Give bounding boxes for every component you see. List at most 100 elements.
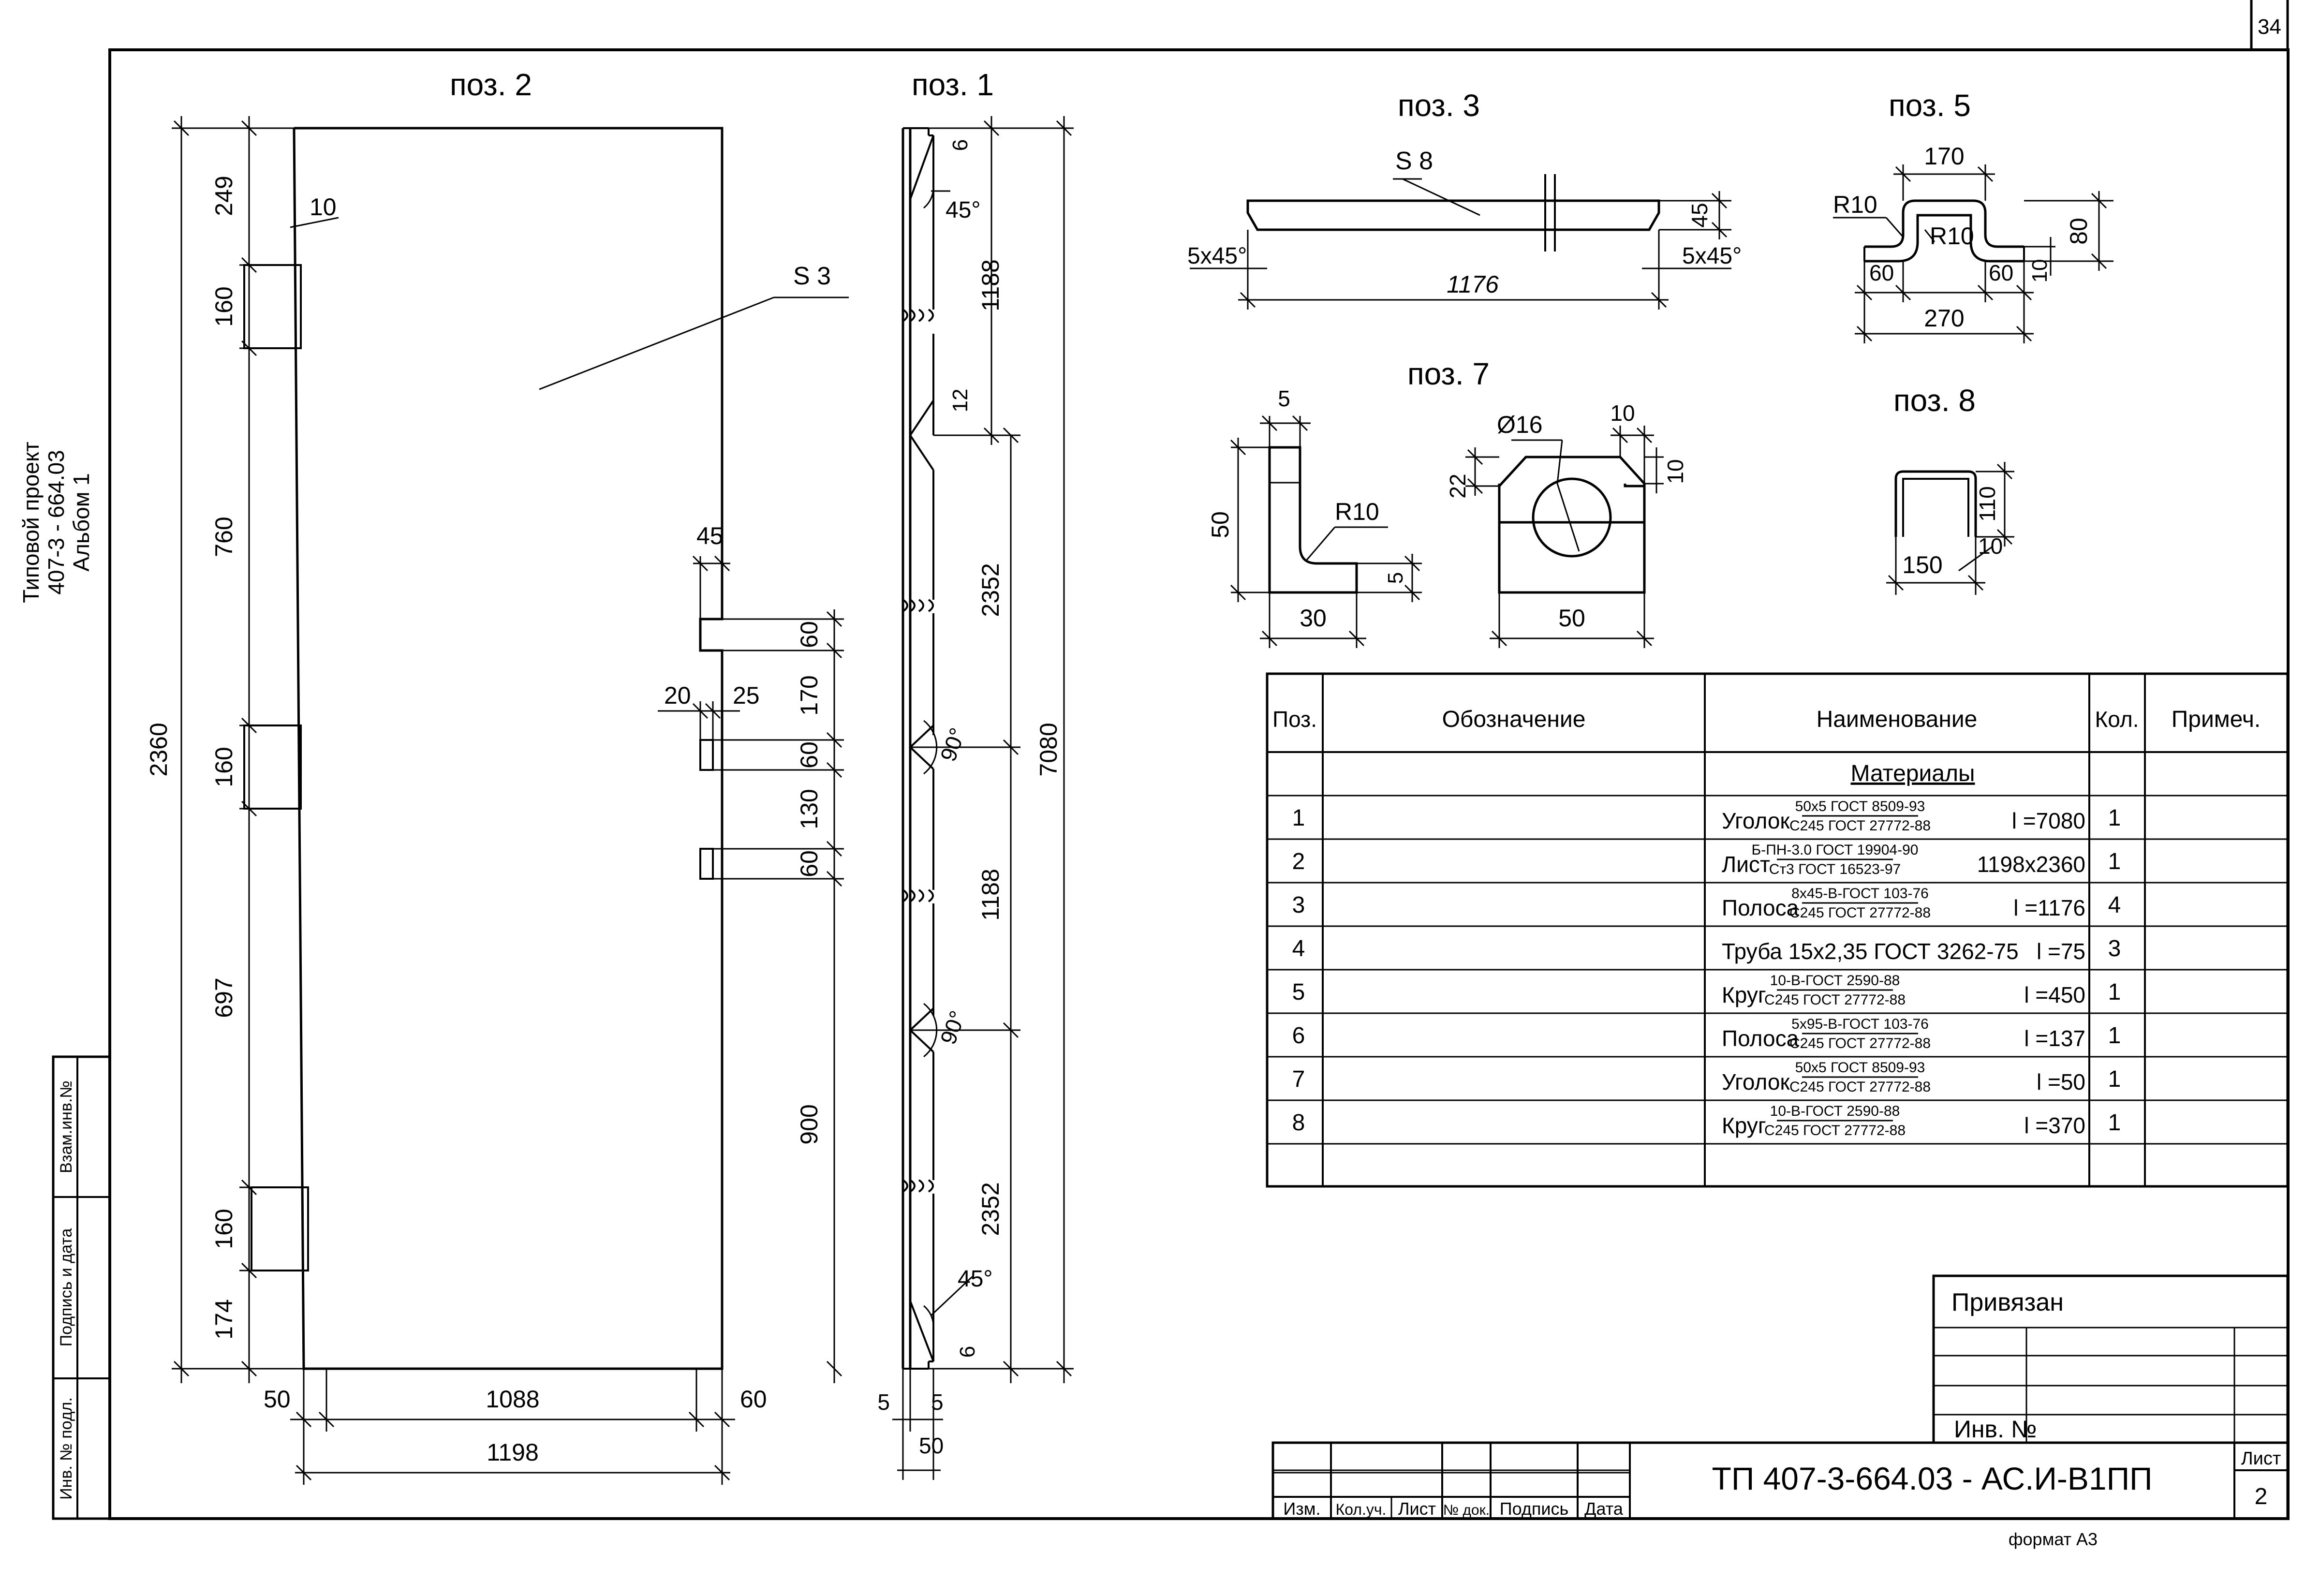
stamp-podpis-data: Подпись и дата [57, 1228, 75, 1347]
dim-160b: 160 [210, 747, 237, 787]
angle-90b: 90° [935, 1007, 971, 1048]
spec-header-pos: Поз. [1272, 707, 1317, 732]
dim-6a: 6 [948, 139, 972, 151]
spec-row-grade-bottom: Ст3 ГОСТ 16523-97 [1769, 861, 1901, 877]
tb-col-podpis: Подпись [1500, 1499, 1568, 1519]
spec-row-qty: 4 [2108, 892, 2121, 918]
chamfer-left: 5x45° [1187, 243, 1247, 269]
spec-header-name: Наименование [1817, 707, 1978, 732]
spec-row-grade-bottom: С245 ГОСТ 27772-88 [1789, 818, 1931, 834]
tb-col-izm: Изм. [1283, 1499, 1320, 1519]
dim-80: 80 [2065, 218, 2092, 245]
tb-col-data: Дата [1584, 1499, 1624, 1519]
spec-row-grade-bottom: С245 ГОСТ 27772-88 [1764, 1123, 1906, 1138]
dim-25: 25 [733, 682, 760, 709]
dim-150: 150 [1902, 551, 1942, 578]
spec-row-name: Полоса [1722, 895, 1799, 920]
spec-row-grade-top: 10-В-ГОСТ 2590-88 [1770, 973, 1900, 989]
dim-60c: 60 [796, 850, 823, 877]
spec-row-name: Уголок [1722, 1069, 1790, 1094]
dim-110: 110 [1975, 486, 2000, 521]
view-title-poz7: поз. 7 [1407, 356, 1490, 391]
dim-170: 170 [796, 675, 823, 715]
dim-170: 170 [1924, 143, 1964, 170]
sheet-number: 34 [2258, 15, 2281, 39]
tb-list-label: Лист [2241, 1448, 2281, 1469]
spec-row-grade-bottom: С245 ГОСТ 27772-88 [1789, 1079, 1931, 1095]
format-label: формат А3 [2009, 1529, 2098, 1549]
spec-row-size: l =137 [2024, 1026, 2085, 1051]
spec-row-name: Труба 15х2,35 ГОСТ 3262-75 [1722, 939, 2019, 964]
spec-row-qty: 1 [2108, 1110, 2121, 1136]
spec-row-name: Круг [1722, 1113, 1766, 1138]
spec-row-pos: 5 [1292, 979, 1305, 1005]
chamfer-right: 5x45° [1682, 243, 1742, 269]
dim-10: 10 [1978, 533, 2003, 559]
dim-130: 130 [796, 789, 823, 829]
spec-row-size: l =7080 [2012, 808, 2085, 833]
spec-row-name: Уголок [1722, 808, 1790, 833]
dim-270: 270 [1924, 305, 1964, 332]
dim-50b: 50 [1558, 605, 1585, 632]
radius-r10a: R10 [1833, 191, 1877, 218]
dim-50: 50 [1207, 511, 1234, 538]
view-poz5: поз. 5 [1833, 88, 2113, 343]
spec-header-note: Примеч. [2172, 707, 2261, 732]
dim-45: 45 [696, 522, 724, 549]
side-label-line2: 407-3 - 664.03 [44, 450, 69, 594]
privyazan-title: Привязан [1951, 1288, 2064, 1316]
dim-900: 900 [796, 1104, 823, 1144]
dim-45: 45 [1687, 203, 1712, 227]
dim-1188a: 1188 [977, 259, 1004, 311]
title-block: Изм. Кол.уч. Лист № док. Подпись Дата ТП… [1271, 1441, 2289, 1520]
stamp-vzam-inv: Взам.инв.№ [57, 1080, 75, 1173]
privyazan-inv: Инв. № [1954, 1416, 2037, 1443]
spec-row-grade-top: 10-В-ГОСТ 2590-88 [1770, 1103, 1900, 1119]
dim-160c: 160 [210, 1209, 237, 1249]
spec-row-grade-bottom: С245 ГОСТ 27772-88 [1789, 1035, 1931, 1051]
dim-10b: 10 [1663, 459, 1688, 484]
spec-row-qty: 1 [2108, 805, 2121, 831]
dim-5a: 5 [1278, 386, 1290, 411]
dim-5b: 5 [931, 1389, 944, 1415]
view-title-poz3: поз. 3 [1398, 88, 1480, 123]
dim-50: 50 [919, 1433, 944, 1458]
angle-45b: 45° [958, 1266, 993, 1292]
spec-row-qty: 1 [2108, 849, 2121, 874]
radius-r10: R10 [1335, 498, 1379, 525]
spec-row-size: l =450 [2024, 982, 2085, 1007]
sheet-number-box: 34 [2250, 0, 2289, 51]
spec-row-qty: 1 [2108, 1066, 2121, 1092]
view-poz2: поз. 2 [145, 67, 849, 1485]
dim-2352b: 2352 [977, 1182, 1004, 1236]
privyazan-block: Привязан Инв. № [1932, 1274, 2289, 1444]
dim-760: 760 [210, 517, 237, 557]
spec-row-grade-top: 8х45-В-ГОСТ 103-76 [1791, 886, 1929, 901]
side-label-line3: Альбом 1 [69, 473, 94, 571]
diameter-16: Ø16 [1497, 411, 1543, 438]
dim-1198: 1198 [487, 1439, 539, 1466]
spec-row-grade-top: 50х5 ГОСТ 8509-93 [1795, 1060, 1925, 1076]
dim-60b: 60 [796, 741, 823, 768]
spec-table: Поз. Обозначение Наименование Кол. Приме… [1266, 672, 2289, 1188]
tb-list-num: 2 [2255, 1484, 2268, 1509]
dim-60a: 60 [1869, 260, 1894, 285]
side-stamp: Взам.инв.№ Подпись и дата Инв. № подл. [52, 1055, 111, 1520]
view-poz7: поз. 7 5 50 [1207, 356, 1688, 648]
view-poz8: поз. 8 110 10 150 [1886, 383, 2014, 595]
dim-160a: 160 [210, 286, 237, 326]
spec-row-grade-top: Б-ПН-3.0 ГОСТ 19904-90 [1752, 842, 1919, 858]
angle-90a: 90° [935, 724, 971, 765]
dim-5b: 5 [1384, 572, 1407, 584]
dim-2352a: 2352 [977, 563, 1004, 617]
dim-60a: 60 [796, 621, 823, 648]
